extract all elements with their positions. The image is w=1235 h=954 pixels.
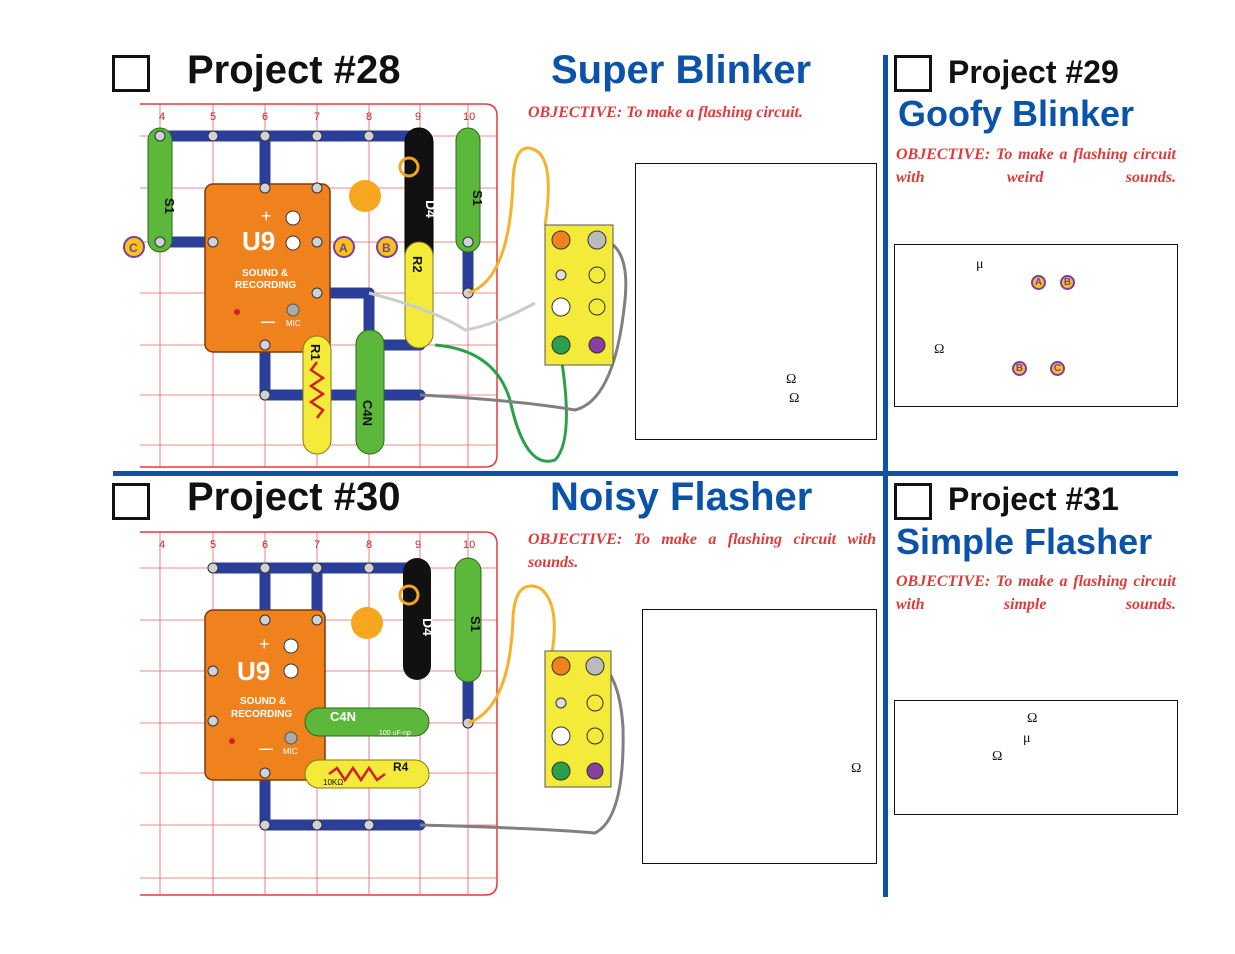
u9-label: U9 [242, 226, 275, 256]
project-29-checkbox[interactable] [894, 55, 932, 92]
ohm-symbol: Ω [789, 391, 800, 406]
project-28-number: Project #28 [187, 48, 401, 92]
column-label: 8 [366, 111, 372, 123]
column-label: 7 [314, 539, 320, 551]
badge-a: A [1031, 275, 1046, 290]
s1-switch [454, 557, 482, 683]
r2-resistor [404, 241, 434, 349]
c4-capacitor [304, 707, 430, 737]
u9-minus: — [261, 313, 275, 329]
svg-text:+: + [259, 634, 270, 654]
u9-sub1: SOUND & [242, 268, 288, 279]
column-label: 6 [262, 539, 268, 551]
column-label: 9 [415, 111, 421, 123]
project-31-number: Project #31 [948, 481, 1119, 517]
svg-text:S1: S1 [470, 190, 485, 206]
project-28-text-box: Ω Ω [635, 163, 877, 440]
column-label: 6 [262, 111, 268, 123]
ohm-symbol: Ω [786, 372, 797, 387]
svg-text:B: B [382, 241, 391, 255]
project-30-objective: OBJECTIVE: To make a flashing circuit wi… [528, 531, 876, 571]
badge-b [376, 236, 398, 258]
svg-text:D4: D4 [423, 200, 439, 218]
column-label: 4 [159, 111, 165, 123]
badge-a [333, 236, 355, 258]
svg-text:RECORDING: RECORDING [231, 709, 292, 720]
r1-resistor [302, 335, 332, 455]
project-30-checkbox[interactable] [112, 483, 150, 520]
column-label: 7 [314, 111, 320, 123]
svg-text:100 uF-np: 100 uF-np [379, 730, 411, 737]
column-label: 10 [463, 111, 475, 123]
column-label: 10 [463, 539, 475, 551]
svg-text:10KΩ: 10KΩ [323, 778, 343, 787]
s1-switch-right [455, 127, 481, 253]
project-29-number: Project #29 [948, 54, 1119, 90]
svg-text:R1: R1 [308, 344, 323, 361]
project-31-objective: OBJECTIVE: To make a flashing circuit wi… [896, 573, 1176, 613]
badge-c [123, 236, 145, 258]
project-28-objective: OBJECTIVE: To make a flashing circuit. [528, 104, 803, 121]
mic-label: MIC [286, 319, 301, 328]
c4-capacitor [355, 329, 385, 455]
svg-text:D4: D4 [420, 618, 436, 636]
svg-text:R4: R4 [393, 760, 409, 774]
project-29-title: Goofy Blinker [898, 93, 1135, 134]
vertical-divider [883, 55, 888, 897]
svg-text:U9: U9 [237, 656, 270, 686]
r4-resistor [304, 759, 430, 789]
project-30-number: Project #30 [187, 475, 401, 519]
badge-b: B [1012, 361, 1027, 376]
ohm-symbol: Ω [934, 342, 945, 357]
svg-text:S1: S1 [468, 616, 483, 632]
svg-text:SOUND &: SOUND & [240, 696, 286, 707]
svg-text:C4N: C4N [330, 709, 356, 724]
badge-b: B [1060, 275, 1075, 290]
project-31-title: Simple Flasher [896, 521, 1153, 562]
u9-plus: + [261, 206, 272, 226]
column-label: 8 [366, 539, 372, 551]
micro-symbol: μ [976, 257, 984, 272]
ohm-symbol: Ω [1027, 711, 1038, 726]
project-30-circuit-diagram: 4 5 6 7 8 9 10 + U9 SOUND & RECORDING — … [140, 531, 625, 896]
column-label: 4 [159, 539, 165, 551]
svg-text:MIC: MIC [283, 747, 298, 756]
horizontal-divider [113, 471, 1178, 476]
s1-switch-left [147, 127, 173, 253]
column-label: 5 [210, 111, 216, 123]
svg-text:C: C [129, 241, 138, 255]
project-28-circuit-diagram: 4 5 6 7 8 9 10 + U9 SOUND & RECORDING — … [123, 103, 628, 468]
svg-text:C4N: C4N [360, 400, 375, 426]
project-28-title: Super Blinker [551, 48, 812, 92]
d4-led [403, 558, 431, 680]
ohm-symbol: Ω [992, 749, 1003, 764]
column-label: 9 [415, 539, 421, 551]
project-28-checkbox[interactable] [112, 55, 150, 92]
project-30-text-box: Ω [642, 609, 877, 864]
svg-text:S1: S1 [162, 198, 177, 214]
svg-text:—: — [259, 740, 273, 756]
u9-sub2: RECORDING [235, 280, 296, 291]
micro-symbol: μ [1023, 731, 1031, 746]
svg-text:A: A [339, 241, 348, 255]
svg-text:R2: R2 [410, 256, 425, 273]
project-29-objective: OBJECTIVE: To make a flashing circuit wi… [896, 146, 1176, 186]
project-31-checkbox[interactable] [894, 483, 932, 520]
project-31-text-box: Ω μ Ω [894, 700, 1178, 815]
ohm-symbol: Ω [851, 761, 862, 776]
project-29-text-box: μ A B Ω B C [894, 244, 1178, 407]
project-30-title: Noisy Flasher [550, 475, 813, 519]
badge-c: C [1050, 361, 1065, 376]
column-label: 5 [210, 539, 216, 551]
